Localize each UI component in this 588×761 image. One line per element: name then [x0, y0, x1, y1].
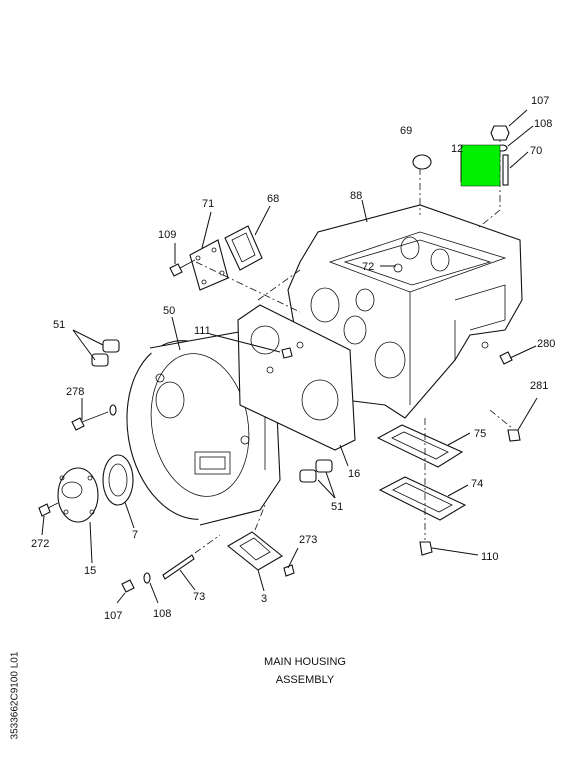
callout-69: 69 — [400, 125, 412, 137]
callout-51-upper: 51 — [53, 319, 65, 331]
gasket-16-part — [237, 304, 356, 451]
callout-280: 280 — [537, 338, 555, 350]
callout-107-bottom: 107 — [104, 610, 122, 622]
callout-16: 16 — [348, 468, 360, 480]
callout-74: 74 — [471, 478, 483, 490]
callout-88: 88 — [350, 190, 362, 202]
callout-107-top: 107 — [531, 95, 549, 107]
callout-labels: 107 108 70 69 12 88 71 68 109 72 50 51 1… — [31, 95, 555, 622]
diagram-title-line2: ASSEMBLY — [275, 674, 335, 686]
bolt-272-part — [38, 502, 59, 517]
callout-68: 68 — [267, 193, 279, 205]
gasket-75-part — [376, 424, 464, 468]
callout-281: 281 — [530, 380, 548, 392]
diagram-title-line1: MAIN HOUSING — [264, 656, 346, 668]
callout-75: 75 — [474, 428, 486, 440]
bolt-109-part — [169, 259, 196, 277]
leader-lines — [41, 109, 538, 604]
callout-7: 7 — [132, 529, 138, 541]
highlighted-part-12[interactable] — [460, 144, 501, 187]
stud-70-part — [502, 154, 509, 186]
callout-70: 70 — [530, 145, 542, 157]
plug-69-part — [412, 154, 432, 170]
cover-74-part — [378, 476, 467, 521]
callout-109: 109 — [158, 229, 176, 241]
bolt-281-part — [507, 429, 521, 442]
callout-51-lower: 51 — [331, 501, 343, 513]
figure-id: 3533662C9100 L01 — [9, 651, 21, 740]
dowel-51-upper-part — [91, 339, 120, 367]
callout-15: 15 — [84, 565, 96, 577]
washer-108-lower-part — [143, 572, 151, 584]
callout-110: 110 — [481, 551, 499, 563]
cover-15-part — [57, 467, 99, 523]
gasket-7-part — [102, 454, 134, 506]
gasket-68-part — [224, 225, 263, 271]
plug-111-part — [281, 347, 293, 359]
callout-108-bottom: 108 — [153, 608, 171, 620]
stud-73-part — [162, 534, 221, 580]
bolt-110-part — [419, 541, 433, 556]
nut-107-part — [490, 125, 510, 141]
cover-plate-71-part — [189, 239, 229, 291]
callout-3: 3 — [261, 593, 267, 605]
callout-72: 72 — [362, 261, 374, 273]
plug-280-part — [499, 351, 513, 365]
callout-111: 111 — [194, 325, 211, 337]
callout-50: 50 — [163, 305, 175, 317]
bolt-278-part — [71, 404, 117, 431]
callout-71: 71 — [202, 198, 214, 210]
callout-273: 273 — [299, 534, 317, 546]
dowel-51-lower-part — [299, 459, 333, 483]
cover-3-part — [227, 531, 283, 571]
callout-12: 12 — [451, 143, 463, 155]
callout-272: 272 — [31, 538, 49, 550]
callout-278: 278 — [66, 386, 84, 398]
nut-107-lower-part — [121, 579, 135, 593]
callout-108-top: 108 — [534, 118, 552, 130]
callout-73: 73 — [193, 591, 205, 603]
